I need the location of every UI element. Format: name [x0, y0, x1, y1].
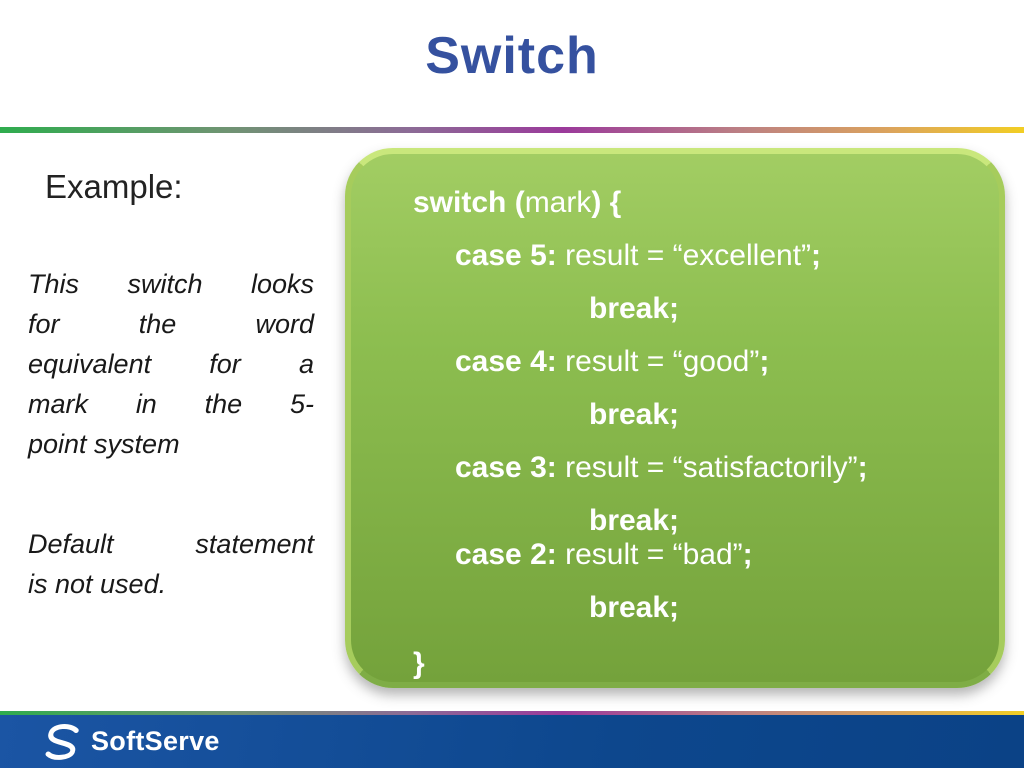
text-line: This switch looks: [28, 269, 314, 299]
code-keyword: case 5:: [455, 239, 557, 272]
text-line: equivalent for a: [28, 349, 314, 379]
text-line: mark in the 5-: [28, 389, 314, 419]
code-text: mark: [524, 186, 592, 219]
code-brace: ) {: [591, 186, 622, 219]
code-keyword: switch (: [413, 186, 525, 219]
code-line-case3: case 3: result = “satisfactorily”;: [351, 441, 999, 494]
code-keyword: case 3:: [455, 451, 557, 484]
example-paragraph-2: Default statement is not used.: [28, 524, 314, 604]
code-line-break: break;: [351, 282, 999, 335]
text-line: point system: [28, 429, 180, 459]
text-line: for the word: [28, 309, 314, 339]
footer-divider-rule: [0, 711, 1024, 715]
code-panel: switch (mark) { case 5: result = “excell…: [345, 148, 1005, 688]
code-text: result = “good”: [556, 345, 760, 378]
example-panel: Example: This switch looks for the word …: [28, 168, 314, 604]
softserve-logo-icon: [40, 721, 82, 763]
footer-brand-text: SoftServe: [91, 726, 220, 756]
code-text: result = “satisfactorily”: [556, 451, 858, 484]
code-keyword: break;: [589, 398, 680, 431]
code-text: result = “bad”: [556, 538, 743, 571]
code-keyword: break;: [589, 504, 680, 537]
code-keyword: break;: [589, 591, 680, 624]
code-keyword: case 2:: [455, 538, 557, 571]
page-title: Switch: [425, 27, 599, 85]
code-line-break: break;: [351, 581, 999, 634]
example-paragraph-1: This switch looks for the word equivalen…: [28, 264, 314, 464]
title-divider-rule: [0, 127, 1024, 133]
code-line-break: break;: [351, 494, 999, 547]
code-punct: ;: [857, 451, 868, 484]
code-brace: }: [413, 647, 425, 680]
code-line-case5: case 5: result = “excellent”;: [351, 229, 999, 282]
text-line: Default statement: [28, 529, 314, 559]
code-line-case4: case 4: result = “good”;: [351, 335, 999, 388]
code-line-switch: switch (mark) {: [351, 176, 999, 229]
text-line: is not used.: [28, 569, 167, 599]
code-punct: ;: [811, 239, 822, 272]
example-heading: Example:: [45, 168, 183, 205]
code-keyword: break;: [589, 292, 680, 325]
code-punct: ;: [759, 345, 770, 378]
code-line-case2: case 2: result = “bad”;: [351, 528, 999, 581]
code-line-closing-brace: }: [351, 637, 999, 690]
footer-bar: SoftServe: [0, 715, 1024, 768]
code-text: result = “excellent”: [556, 239, 812, 272]
code-keyword: case 4:: [455, 345, 557, 378]
code-line-break: break;: [351, 388, 999, 441]
code-punct: ;: [742, 538, 753, 571]
